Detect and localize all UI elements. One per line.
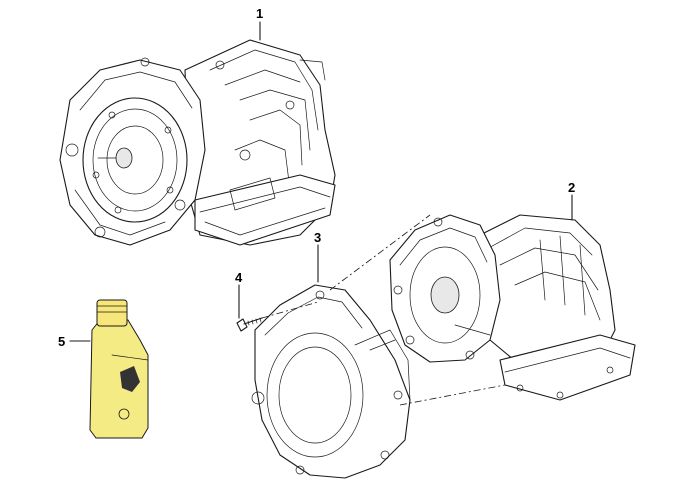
bell-housing[interactable] — [251, 284, 411, 479]
callout-2: 2 — [568, 180, 575, 195]
callout-3: 3 — [314, 230, 321, 245]
bottle-cap — [96, 299, 128, 327]
bolt[interactable] — [236, 317, 263, 332]
callout-leaders — [69, 21, 573, 342]
automatic-transmission-assembly[interactable] — [59, 39, 336, 246]
callout-4: 4 — [235, 270, 243, 285]
bottle-body — [89, 319, 149, 439]
callout-1: 1 — [256, 6, 263, 21]
assembly-guide-lines — [261, 214, 506, 406]
transmission-fluid-bottle[interactable] — [89, 299, 149, 439]
manual-transmission-assembly[interactable] — [389, 214, 636, 401]
fluid-label-icon — [120, 366, 140, 392]
bottle-label-mark — [118, 408, 130, 420]
callout-labels: 1 2 3 4 5 — [58, 6, 575, 349]
callout-5: 5 — [58, 334, 65, 349]
